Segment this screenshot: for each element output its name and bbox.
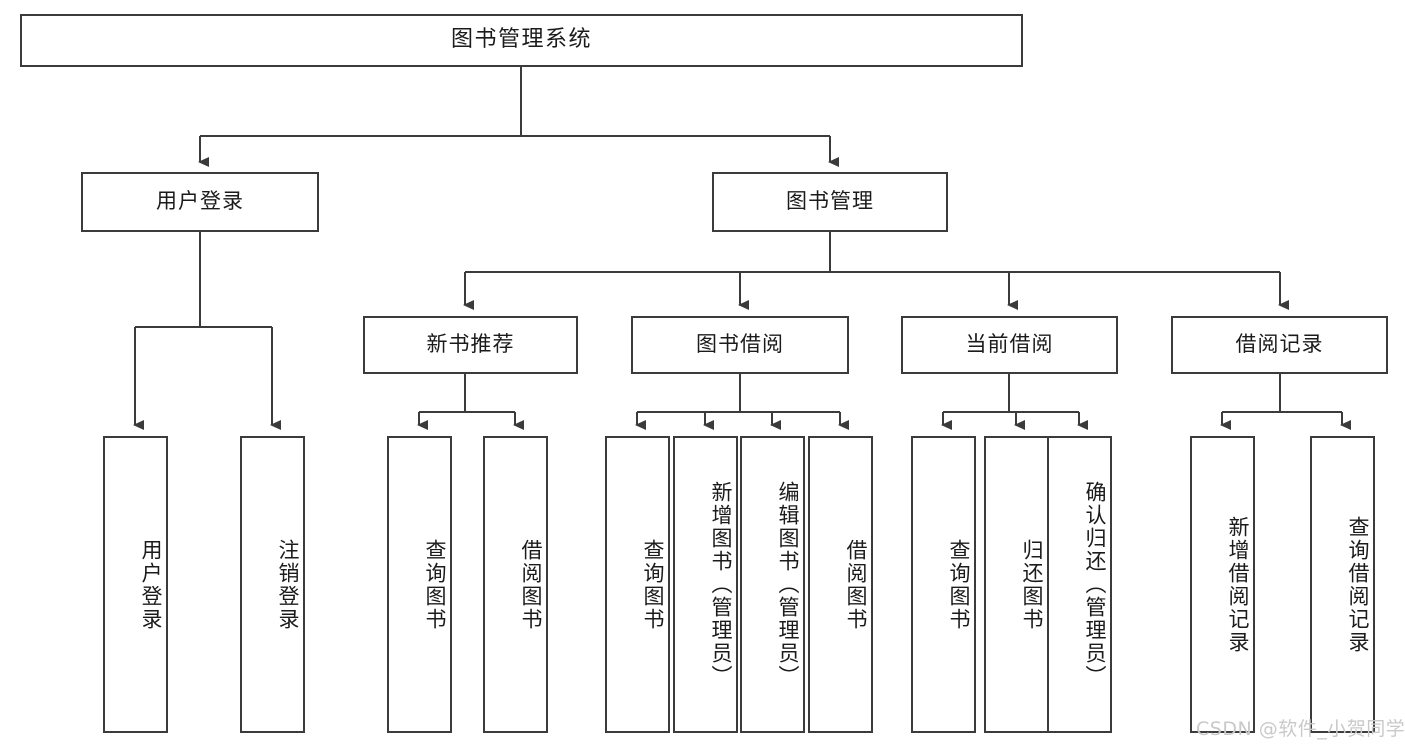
node-leaf-current-query-book[interactable]: 查询图书 bbox=[911, 436, 976, 733]
node-label: 当前借阅 bbox=[965, 332, 1054, 357]
node-label: 注销登录 bbox=[276, 538, 300, 631]
node-current-borrow[interactable]: 当前借阅 bbox=[901, 316, 1118, 374]
node-user-login[interactable]: 用户登录 bbox=[81, 172, 319, 232]
node-label: 编辑图书（管理员） bbox=[776, 481, 800, 688]
node-label: 查询图书 bbox=[641, 538, 665, 631]
node-leaf-record-query[interactable]: 查询借阅记录 bbox=[1310, 436, 1375, 733]
node-leaf-current-return-book[interactable]: 归还图书 bbox=[984, 436, 1049, 733]
node-book-manage[interactable]: 图书管理 bbox=[712, 172, 948, 232]
node-label: 借阅记录 bbox=[1235, 332, 1324, 357]
node-leaf-record-add[interactable]: 新增借阅记录 bbox=[1190, 436, 1255, 733]
node-label: 图书借阅 bbox=[696, 332, 784, 357]
node-label: 新书推荐 bbox=[426, 332, 515, 357]
node-label: 查询借阅记录 bbox=[1346, 515, 1370, 654]
node-label: 图书管理系统 bbox=[450, 27, 592, 53]
node-label: 新增图书（管理员） bbox=[709, 481, 733, 688]
node-leaf-borrow-query-book[interactable]: 查询图书 bbox=[605, 436, 670, 733]
node-leaf-borrow-add-book[interactable]: 新增图书（管理员） bbox=[673, 436, 738, 733]
node-leaf-borrow-edit-book[interactable]: 编辑图书（管理员） bbox=[740, 436, 805, 733]
node-label: 借阅图书 bbox=[844, 538, 868, 631]
node-label: 查询图书 bbox=[423, 538, 447, 631]
node-label: 借阅图书 bbox=[519, 538, 543, 631]
node-leaf-user-logout[interactable]: 注销登录 bbox=[240, 436, 305, 733]
node-new-book-recommend[interactable]: 新书推荐 bbox=[363, 316, 578, 374]
node-leaf-recommend-borrow-book[interactable]: 借阅图书 bbox=[483, 436, 548, 733]
node-label: 用户登录 bbox=[139, 538, 163, 631]
node-root-system[interactable]: 图书管理系统 bbox=[20, 14, 1023, 67]
node-leaf-borrow-borrow-book[interactable]: 借阅图书 bbox=[808, 436, 873, 733]
node-label: 归还图书 bbox=[1020, 538, 1044, 631]
node-leaf-current-confirm-return[interactable]: 确认归还（管理员） bbox=[1047, 436, 1112, 733]
node-book-borrow[interactable]: 图书借阅 bbox=[631, 316, 849, 374]
node-leaf-user-login[interactable]: 用户登录 bbox=[103, 436, 168, 733]
node-label: 查询图书 bbox=[947, 538, 971, 631]
node-borrow-record[interactable]: 借阅记录 bbox=[1171, 316, 1388, 374]
node-leaf-recommend-query-book[interactable]: 查询图书 bbox=[387, 436, 452, 733]
node-label: 用户登录 bbox=[156, 189, 244, 214]
node-label: 图书管理 bbox=[786, 189, 874, 214]
node-label: 新增借阅记录 bbox=[1226, 515, 1250, 654]
node-label: 确认归还（管理员） bbox=[1083, 481, 1107, 688]
